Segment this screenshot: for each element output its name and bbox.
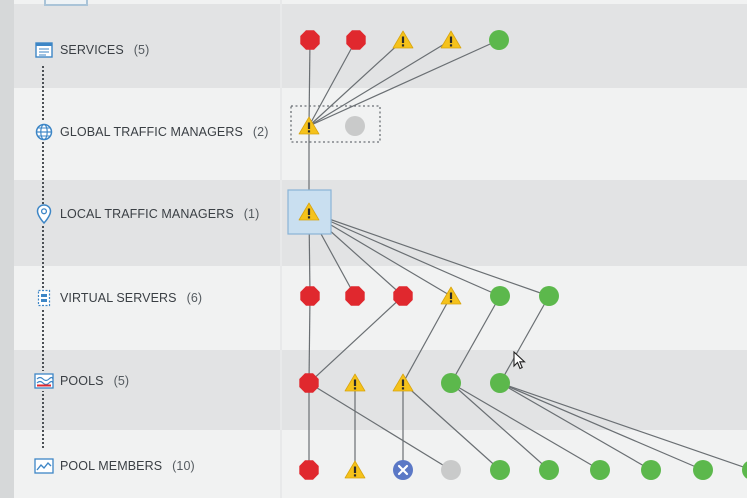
connection-line [499, 382, 704, 471]
row-label-services[interactable]: SERVICES (5) [34, 40, 150, 60]
error-red-octagon-icon[interactable] [299, 460, 319, 480]
pool-members-chart-icon [34, 456, 54, 476]
row-label-text: SERVICES [60, 43, 124, 57]
ok-green-circle-icon[interactable] [539, 460, 559, 480]
status-nodes [298, 30, 747, 480]
row-count: (2) [252, 125, 269, 139]
connection-line [450, 295, 501, 384]
ok-green-circle-icon[interactable] [490, 460, 510, 480]
row-label-text: POOLS [60, 374, 104, 388]
connection-lines [308, 39, 747, 471]
warning-yellow-triangle-icon[interactable] [344, 373, 366, 392]
ok-green-circle-icon[interactable] [742, 460, 747, 480]
gtm-selection-box[interactable] [290, 105, 381, 143]
connection-line [308, 211, 452, 297]
connection-line [499, 295, 550, 384]
row-count: (5) [133, 43, 150, 57]
warning-yellow-triangle-icon[interactable] [440, 30, 462, 49]
row-count: (1) [243, 207, 260, 221]
error-red-octagon-icon[interactable] [346, 30, 366, 50]
left-edge [0, 0, 14, 498]
connection-line [402, 295, 452, 384]
globe-icon [34, 122, 54, 142]
ok-green-circle-icon[interactable] [590, 460, 610, 480]
error-red-octagon-icon[interactable] [345, 286, 365, 306]
services-window-icon [34, 40, 54, 60]
row-label-text: GLOBAL TRAFFIC MANAGERS [60, 125, 243, 139]
ok-green-circle-icon[interactable] [490, 373, 510, 393]
row-label-local-traffic-managers[interactable]: LOCAL TRAFFIC MANAGERS (1) [34, 204, 260, 224]
ok-green-circle-icon[interactable] [693, 460, 713, 480]
row-label-pools[interactable]: POOLS (5) [34, 371, 130, 391]
connection-line [308, 39, 500, 127]
connection-line [308, 295, 311, 384]
row-label-text: POOL MEMBERS [60, 459, 163, 473]
warning-yellow-triangle-icon[interactable] [298, 116, 320, 135]
mouse-pointer-icon [513, 350, 527, 376]
connection-line [402, 382, 501, 471]
row-count: (6) [186, 291, 203, 305]
connection-line [499, 382, 652, 471]
warning-yellow-triangle-icon[interactable] [392, 373, 414, 392]
row-band [14, 0, 747, 4]
row-band-virtual-servers [14, 266, 747, 350]
row-label-pool-members[interactable]: POOL MEMBERS (10) [34, 456, 195, 476]
row-label-text: VIRTUAL SERVERS [60, 291, 177, 305]
warning-yellow-triangle-icon[interactable] [440, 286, 462, 305]
row-count: (5) [113, 374, 130, 388]
ok-green-circle-icon[interactable] [539, 286, 559, 306]
connection-line [308, 39, 404, 127]
unknown-gray-circle-icon[interactable] [441, 460, 461, 480]
map-pin-icon [34, 204, 54, 224]
pool-icon [34, 371, 54, 391]
connection-line [450, 382, 550, 471]
error-red-octagon-icon[interactable] [299, 373, 319, 393]
warning-yellow-triangle-icon[interactable] [344, 460, 366, 479]
connection-line [450, 382, 601, 471]
connection-line [308, 295, 404, 384]
row-count: (10) [172, 459, 195, 473]
disabled-blue-x-icon[interactable] [393, 460, 413, 480]
ok-green-circle-icon[interactable] [490, 286, 510, 306]
error-red-octagon-icon[interactable] [300, 286, 320, 306]
ok-green-circle-icon[interactable] [641, 460, 661, 480]
ok-green-circle-icon[interactable] [441, 373, 461, 393]
connection-line [308, 39, 357, 127]
top-tab[interactable] [44, 0, 88, 6]
error-red-octagon-icon[interactable] [393, 286, 413, 306]
virtual-server-icon [34, 288, 54, 308]
row-label-text: LOCAL TRAFFIC MANAGERS [60, 207, 234, 221]
connection-line [308, 39, 452, 127]
connection-line [308, 382, 452, 471]
connection-line [308, 211, 550, 297]
connection-line [308, 211, 501, 297]
row-band-pools [14, 350, 747, 430]
warning-yellow-triangle-icon[interactable] [392, 30, 414, 49]
connection-line [308, 39, 311, 127]
warning-yellow-triangle-icon[interactable] [298, 202, 320, 221]
row-label-global-traffic-managers[interactable]: GLOBAL TRAFFIC MANAGERS (2) [34, 122, 269, 142]
unknown-gray-circle-icon[interactable] [345, 116, 365, 136]
row-label-virtual-servers[interactable]: VIRTUAL SERVERS (6) [34, 288, 203, 308]
connection-line [499, 382, 747, 469]
error-red-octagon-icon[interactable] [300, 30, 320, 50]
tier-connector-line [42, 66, 44, 448]
column-divider [280, 0, 282, 498]
ok-green-circle-icon[interactable] [489, 30, 509, 50]
